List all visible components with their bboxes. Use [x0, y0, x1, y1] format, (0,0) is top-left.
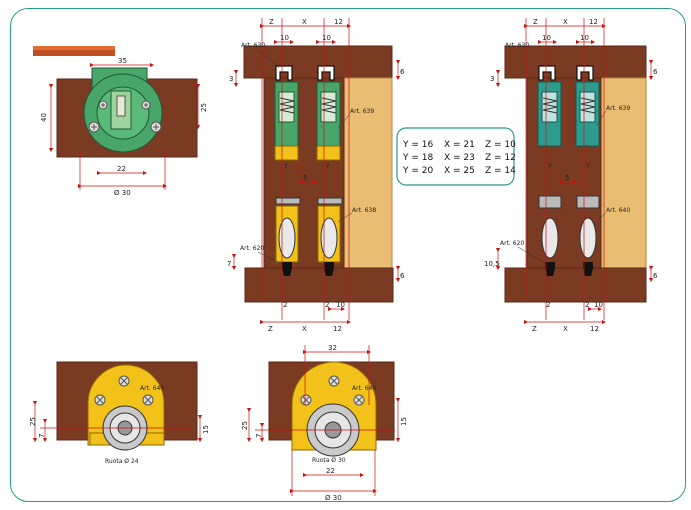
dim-3: 3	[229, 75, 233, 83]
label-art-640: Art. 640	[606, 207, 630, 214]
legend-x-3: X = 25	[444, 166, 475, 176]
dim-30-bc: Ø 30	[325, 494, 342, 502]
label-art-640-bl: Art. 640	[140, 385, 164, 392]
screw-icon	[94, 375, 154, 406]
dim-5: 5	[303, 174, 307, 182]
dim-22: 22	[117, 165, 126, 173]
dim-15-bc: 15	[400, 417, 408, 426]
screw-icon	[300, 375, 365, 406]
legend-y-2: Y = 18	[402, 153, 433, 163]
right-section-view: Z X 12 10 10 Z X 12 10 2 2 3 6 10,5 6 5 …	[484, 18, 658, 333]
dim-7: 7	[227, 260, 231, 268]
wheel-carrier-art-638	[272, 186, 343, 266]
dim-5-r: 5	[565, 174, 569, 182]
dim-32: 32	[328, 344, 337, 352]
legend-x-2: X = 23	[444, 153, 475, 163]
label-y-r-left: Y	[547, 163, 552, 170]
top-rail	[275, 65, 335, 81]
dim-15-bl: 15	[202, 425, 210, 434]
label-art-620: Art. 620	[240, 245, 264, 252]
label-art-640-bc: Art. 640	[352, 385, 376, 392]
legend-z-3: Z = 14	[485, 166, 516, 176]
legend-z-1: Z = 10	[485, 140, 516, 150]
dim-25-bc: 25	[241, 421, 249, 430]
door-panel	[342, 77, 393, 269]
legend-y-3: Y = 20	[402, 166, 433, 176]
bottom-center-wheel-view: 32 25 7 15 22 Ø 30 Ruota Ø 30 Art. 640	[241, 344, 408, 502]
dim-10-r-a: 10	[542, 34, 551, 42]
dim-10-bottom-r: 10	[594, 301, 603, 309]
dim-6: 6	[400, 272, 405, 280]
dim-z-top-r: Z	[533, 18, 538, 26]
dim-2-a: 2	[283, 301, 287, 309]
dim-12-top: 12	[334, 18, 343, 26]
label-art-638: Art. 638	[352, 207, 376, 214]
dim-10-a: 10	[280, 34, 289, 42]
floor-guide-art-620	[282, 262, 334, 276]
dim-x-top: X	[302, 18, 307, 26]
dim-35: 35	[118, 57, 127, 65]
legend-z-2: Z = 12	[485, 153, 516, 163]
legend-y-1: Y = 16	[402, 140, 433, 150]
dim-7-bl: 7	[38, 434, 46, 438]
label-ruota-30: Ruota Ø 30	[312, 457, 346, 464]
dim-z-bottom: Z	[268, 325, 273, 333]
dim-10-b: 10	[322, 34, 331, 42]
dim-12-bottom: 12	[333, 325, 342, 333]
dim-6-r: 6	[653, 272, 658, 280]
dim-z-bottom-r: Z	[532, 325, 537, 333]
dim-10-r-b: 10	[580, 34, 589, 42]
label-y-right: Y	[325, 163, 330, 170]
bottom-left-wheel-view: 25 7 15 Ruota Ø 24 Art. 640	[29, 361, 210, 465]
dim-40: 40	[40, 113, 48, 122]
dim-z-top: Z	[269, 18, 274, 26]
dim-diameter-30: Ø 30	[114, 189, 131, 197]
center-section-view: Z X 12 10 10 Z X 12 10 2 2 3 6 7 6 5 Y Y…	[227, 18, 405, 333]
label-ruota-24: Ruota Ø 24	[105, 458, 139, 465]
dim-12-top-r: 12	[589, 18, 598, 26]
dim-3-r: 3	[490, 75, 494, 83]
dim-25: 25	[200, 103, 208, 112]
floor-beam	[244, 267, 394, 303]
label-art-639-r: Art. 639	[606, 105, 630, 112]
dim-x-bottom: X	[302, 325, 307, 333]
hanger-art-639	[274, 81, 341, 161]
dim-9-r: 6	[653, 68, 658, 76]
label-y-left: Y	[283, 163, 288, 170]
dim-2-r-a: 2	[546, 301, 550, 309]
dimension-legend: Y = 16 X = 21 Z = 10 Y = 18 X = 23 Z = 1…	[396, 127, 516, 186]
dim-2-r-b: 2	[585, 301, 589, 309]
label-art-630-r: Art. 630	[505, 42, 529, 49]
dim-12-bottom-r: 12	[590, 325, 599, 333]
label-art-620-r: Art. 620	[500, 240, 524, 247]
screw-icon	[88, 100, 162, 133]
dim-2-b: 2	[325, 301, 329, 309]
diagram-frame	[10, 8, 686, 502]
legend-x-1: X = 21	[444, 140, 475, 150]
dim-x-top-r: X	[563, 18, 568, 26]
label-art-630: Art. 630	[241, 42, 265, 49]
dim-10-5: 10,5	[484, 260, 500, 268]
label-y-r-right: Y	[585, 163, 590, 170]
dim-22-bc: 22	[326, 467, 335, 475]
dim-9: 6	[400, 68, 405, 76]
dim-x-bottom-r: X	[563, 325, 568, 333]
label-art-639: Art. 639	[350, 108, 374, 115]
dim-25-bl: 25	[29, 417, 37, 426]
top-left-plate-view: 35 40 25 22 Ø 30	[33, 46, 208, 197]
dim-10-bottom: 10	[336, 301, 345, 309]
dim-7-bc: 7	[255, 434, 263, 438]
